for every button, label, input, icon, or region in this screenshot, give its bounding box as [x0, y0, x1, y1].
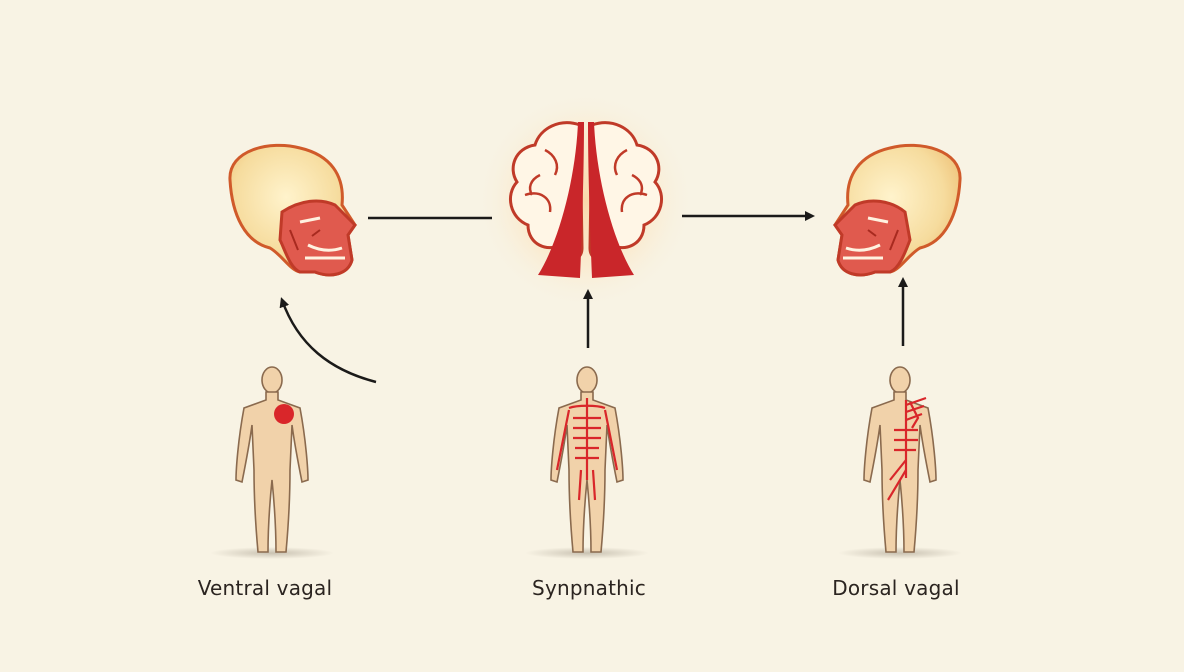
human-body-nerves-icon	[525, 367, 649, 559]
brain-icon	[475, 90, 695, 310]
human-body-nerves-icon	[838, 367, 962, 559]
right-head-icon	[835, 145, 960, 275]
human-body-heart-icon	[210, 367, 334, 559]
left-head-icon	[230, 145, 355, 275]
label-sympathetic: Synpnathic	[479, 576, 699, 600]
label-ventral-vagal: Ventral vagal	[155, 576, 375, 600]
arrow-ventral-to-head	[282, 300, 376, 382]
label-dorsal-vagal: Dorsal vagal	[786, 576, 1006, 600]
